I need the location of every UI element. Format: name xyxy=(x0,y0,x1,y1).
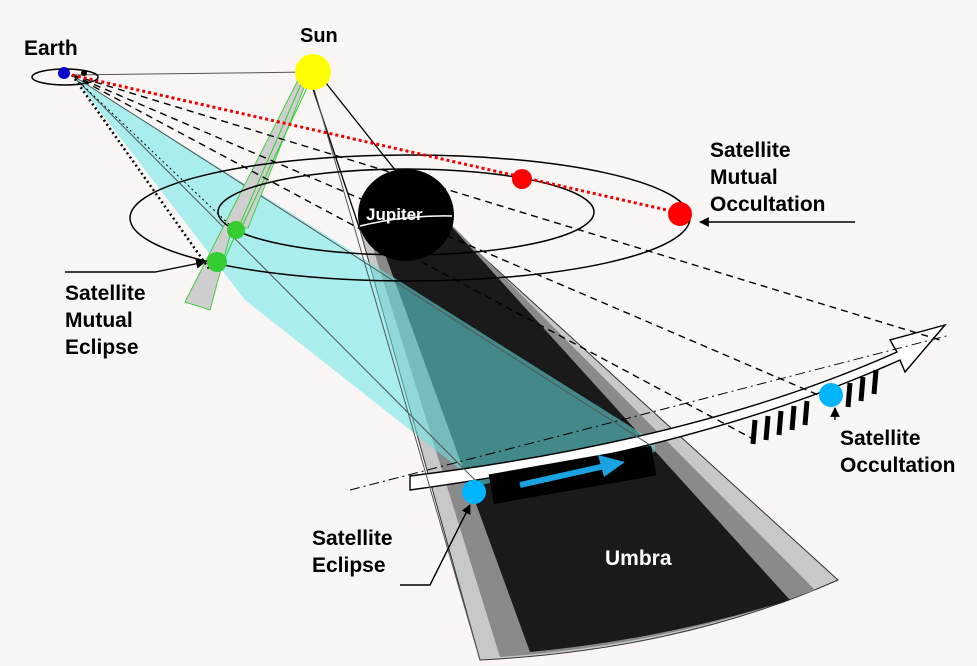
sun-gray-lines xyxy=(71,71,651,661)
earth-small-marker xyxy=(81,70,87,76)
earth-body xyxy=(58,67,70,79)
svg-text:Satellite: Satellite xyxy=(710,139,791,162)
svg-text:Eclipse: Eclipse xyxy=(65,336,139,359)
satellite-red-far xyxy=(668,202,692,226)
mutual-occultation-line xyxy=(71,73,681,215)
svg-text:Mutual: Mutual xyxy=(710,166,778,189)
svg-text:Satellite: Satellite xyxy=(840,427,921,450)
satellite-blue-eclipse xyxy=(462,480,486,504)
umbra-label: Umbra xyxy=(605,547,672,570)
svg-text:Occultation: Occultation xyxy=(840,454,956,477)
mutual-eclipse-label: Satellite Mutual Eclipse xyxy=(65,282,146,359)
satellite-red-near xyxy=(512,169,532,189)
jupiter-label: Jupiter xyxy=(366,205,423,224)
mutual-occultation-label: Satellite Mutual Occultation xyxy=(710,139,826,216)
occultation-label: Satellite Occultation xyxy=(840,427,956,477)
satellite-green-upper xyxy=(227,221,245,239)
satellite-blue-occultation xyxy=(819,383,843,407)
sun-label: Sun xyxy=(300,25,338,47)
satellite-green-lower xyxy=(207,252,227,272)
earth-label: Earth xyxy=(24,37,78,60)
sun-body xyxy=(295,54,331,90)
jupiter-body xyxy=(358,169,454,261)
svg-text:Satellite: Satellite xyxy=(65,282,146,305)
label-pointers xyxy=(65,217,855,586)
jupiter-equator-band xyxy=(359,215,453,227)
svg-text:Mutual: Mutual xyxy=(65,309,133,332)
svg-text:Eclipse: Eclipse xyxy=(312,554,386,577)
svg-text:Occultation: Occultation xyxy=(710,193,826,216)
occultation-stripes xyxy=(750,369,879,445)
svg-text:Satellite: Satellite xyxy=(312,527,393,550)
motion-arrow xyxy=(519,455,625,488)
eclipse-label: Satellite Eclipse xyxy=(312,527,393,577)
